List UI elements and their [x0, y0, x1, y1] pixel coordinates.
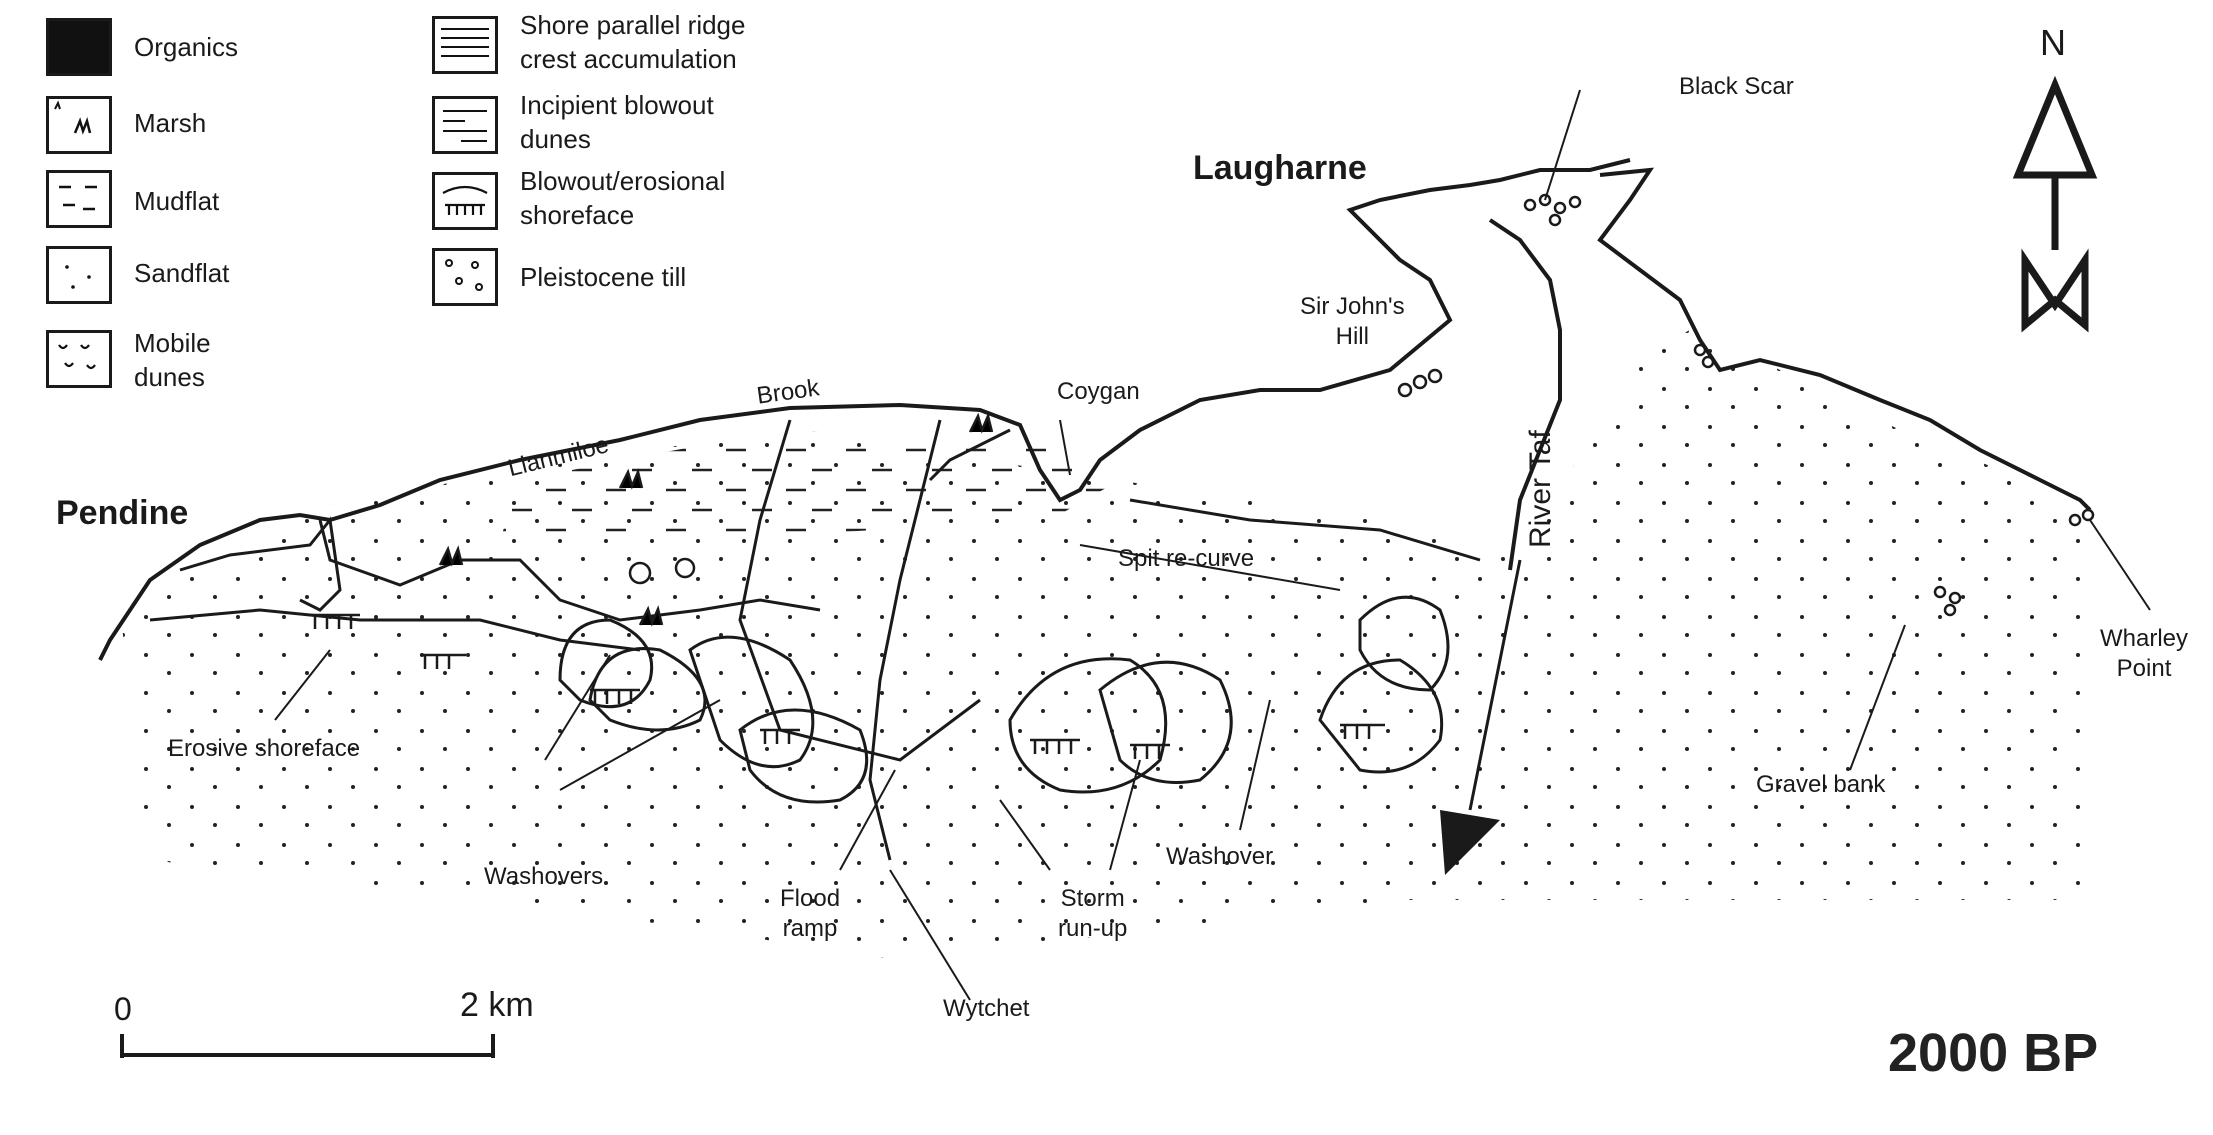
scale-start-label: 0	[114, 991, 132, 1027]
sandflat-icon	[65, 265, 91, 289]
label-washovers: Washovers	[484, 863, 604, 890]
marsh-boundary	[318, 519, 821, 622]
blowout-icon	[442, 185, 488, 215]
legend-incipient-dunes: Incipient blowout dunes	[432, 90, 714, 156]
marsh-icon	[54, 100, 92, 135]
legend-label: Sandflat	[134, 258, 230, 288]
label-erosive-shoreface: Erosive shoreface	[168, 735, 361, 762]
till-icon	[445, 259, 483, 291]
legend-label: Organics	[134, 32, 239, 62]
river-flow-arrow	[1468, 559, 1522, 811]
place-pendine: Pendine	[56, 494, 189, 532]
incipient-dunes-swatch	[432, 96, 498, 154]
label-wytchet: Wytchet	[943, 995, 1030, 1022]
mobile-dunes-icon	[58, 344, 96, 370]
legend-label: Pleistocene till	[520, 262, 687, 292]
mudflat-swatch	[46, 170, 112, 228]
label-washover: Washover	[1166, 843, 1274, 870]
legend-pleistocene-till: Pleistocene till	[432, 248, 686, 306]
washover-lobes	[558, 595, 1450, 804]
label-flood-ramp: Flood ramp	[780, 885, 841, 942]
road-line	[738, 419, 981, 762]
blowout-symbols	[310, 613, 1385, 759]
river-arrowhead	[1440, 810, 1500, 875]
place-gravel-bank: Gravel bank	[1756, 771, 1886, 798]
scale-end-label: 2 km	[460, 986, 534, 1024]
mudflat-area	[500, 430, 1120, 540]
sandflat-area	[120, 330, 2090, 960]
label-leaders	[274, 89, 2151, 1001]
pleistocene-till-swatch	[432, 248, 498, 306]
legend-organics: Organics	[46, 18, 238, 76]
north-label: N	[2040, 22, 2066, 63]
label-storm-runup: Storm run-up	[1058, 885, 1128, 942]
place-coygan: Coygan	[1057, 378, 1140, 405]
coygan-line	[928, 428, 1011, 482]
scale-bar	[120, 1034, 495, 1058]
marsh-swatch	[46, 96, 112, 154]
pleistocene-till-markers	[628, 193, 2095, 617]
legend-label: Marsh	[134, 108, 207, 138]
era-label: 2000 BP	[1888, 1023, 2099, 1083]
place-black-scar: Black Scar	[1679, 73, 1794, 100]
place-wharley-point: Wharley Point	[2100, 625, 2189, 682]
legend-label: Shore parallel ridge crest accumulation	[520, 10, 746, 74]
sandflat-swatch	[46, 246, 112, 304]
mudflat-icon	[59, 185, 97, 211]
wytchet-line	[868, 419, 942, 861]
legend-label: Blowout/erosional shoreface	[520, 166, 726, 230]
incipient-dunes-icon	[443, 110, 487, 142]
place-river-taf: River Taf	[1524, 430, 1557, 548]
legend-sandflat: Sandflat	[46, 246, 229, 304]
legend-mudflat: Mudflat	[46, 170, 219, 228]
coastline-north	[98, 158, 1631, 661]
place-sir-johns-hill: Sir John's Hill	[1300, 293, 1405, 350]
legend-label: Mudflat	[134, 186, 220, 216]
mobile-dunes-swatch	[46, 330, 112, 388]
marsh-symbols	[438, 412, 994, 627]
east-coastline	[1597, 167, 2092, 512]
legend-blowout-shoreface: Blowout/erosional shoreface	[432, 166, 725, 232]
north-arrow-icon	[2012, 75, 2098, 333]
legend-label: Mobile dunes	[134, 328, 211, 392]
organics-swatch	[46, 18, 112, 76]
label-spit-recurve: Spit re-curve	[1118, 545, 1255, 572]
pendine-spit	[179, 516, 342, 612]
blowout-shoreface-swatch	[432, 172, 498, 230]
legend-shore-ridge: Shore parallel ridge crest accumulation	[432, 10, 745, 76]
legend-marsh: Marsh	[46, 96, 206, 154]
place-laugharne: Laugharne	[1193, 149, 1367, 187]
legend-label: Incipient blowout dunes	[520, 90, 714, 154]
shore-ridge-icon	[441, 28, 489, 57]
shore-ridge-swatch	[432, 16, 498, 74]
inland-line	[1129, 498, 1481, 562]
river-taf-bank	[1488, 218, 1562, 571]
dune-belt	[149, 608, 641, 652]
legend-mobile-dunes: Mobile dunes	[46, 328, 211, 394]
